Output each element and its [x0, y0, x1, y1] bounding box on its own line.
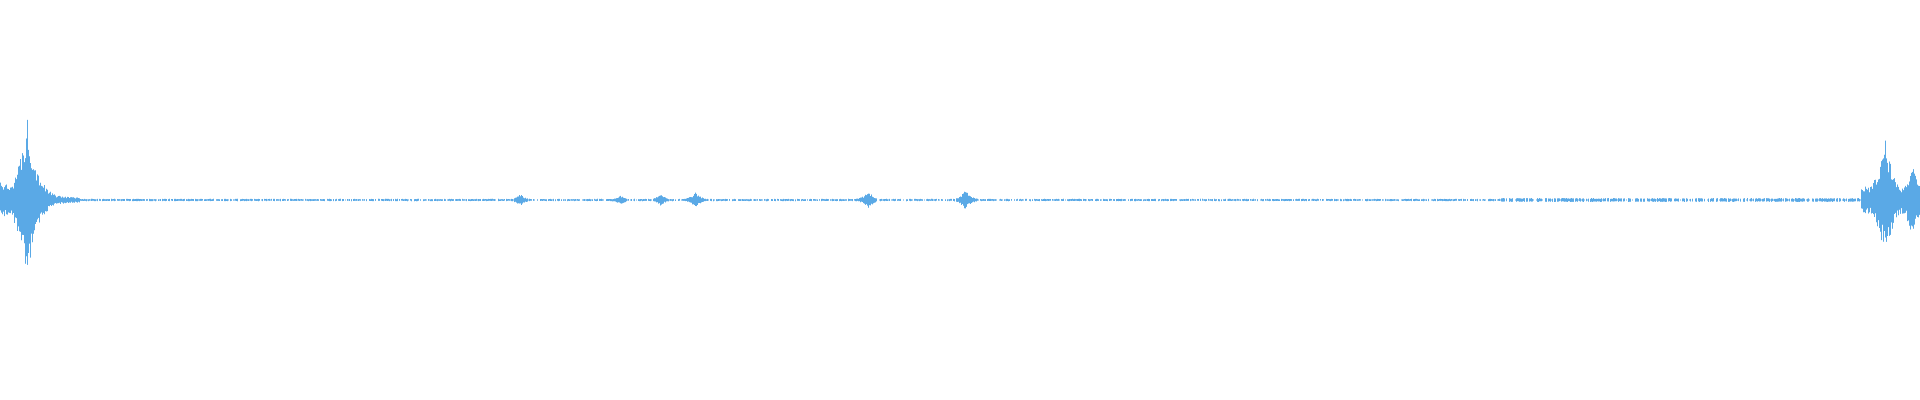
waveform-samples	[0, 119, 1920, 265]
